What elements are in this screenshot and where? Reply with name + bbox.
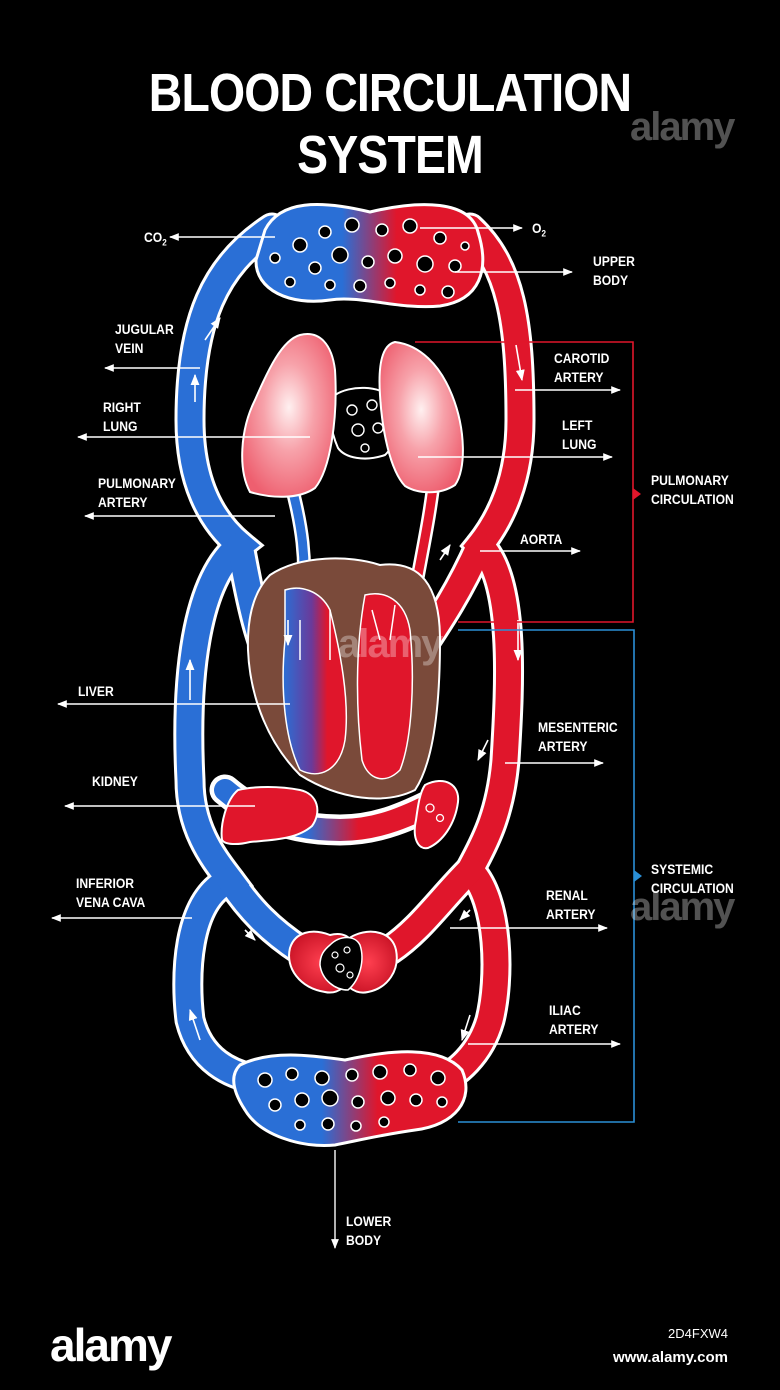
watermark-stamp: alamy — [630, 885, 735, 929]
aorta-label: AORTA — [520, 532, 563, 547]
renal-artery-label: RENAL ARTERY — [546, 888, 596, 922]
leader-arrows — [51, 224, 621, 1249]
left-lung-label: LEFT LUNG — [562, 418, 597, 452]
carotid-artery-label: CAROTID ARTERY — [554, 351, 610, 385]
co2-label: CO2 — [144, 228, 167, 253]
pulmonary-circulation-label: PULMONARY CIRCULATION — [651, 473, 734, 507]
upper-capillary-bed — [254, 203, 485, 309]
iliac-artery-label: ILIAC ARTERY — [549, 1003, 599, 1037]
jugular-vein-label: JUGULAR VEIN — [115, 322, 174, 356]
footer-brand-logo: alamy — [50, 1319, 172, 1371]
systemic-bracket-tip — [634, 870, 642, 882]
pulmonary-bracket-tip — [633, 488, 641, 500]
footer-url: www.alamy.com — [612, 1349, 728, 1366]
o2-subscript: 2 — [541, 228, 546, 239]
right-lung-label: RIGHT LUNG — [103, 400, 141, 434]
kidneys — [288, 930, 398, 994]
heart — [246, 557, 442, 800]
o2-label: O2 — [532, 219, 546, 244]
page-title: BLOOD CIRCULATION SYSTEM — [148, 63, 632, 185]
co2-subscript: 2 — [162, 237, 167, 248]
lower-capillary-bed — [232, 1050, 468, 1147]
lower-body-label: LOWER BODY — [346, 1214, 392, 1248]
flow-arrows — [185, 317, 525, 1042]
liver-and-gut — [220, 780, 460, 850]
upper-body-label: UPPER BODY — [593, 254, 635, 288]
footer-info: 2D4FXW4 www.alamy.com — [613, 1326, 728, 1366]
o2-text: O — [532, 221, 542, 236]
mesenteric-artery-label: MESENTERIC ARTERY — [538, 720, 618, 754]
pulmonary-artery-label: PULMONARY ARTERY — [98, 476, 176, 510]
vessel-loops — [172, 212, 536, 1096]
watermark-stamp: alamy — [630, 105, 735, 149]
watermark-stamp: alamy — [338, 622, 443, 666]
systemic-circulation-label: SYSTEMIC CIRCULATION — [651, 862, 734, 896]
co2-text: CO — [144, 230, 163, 245]
footer-image-id: 2D4FXW4 — [668, 1326, 728, 1341]
inferior-vena-cava-label: INFERIOR VENA CAVA — [76, 876, 146, 910]
lungs — [241, 333, 464, 622]
liver-label: LIVER — [78, 684, 114, 699]
kidney-label: KIDNEY — [92, 774, 138, 789]
